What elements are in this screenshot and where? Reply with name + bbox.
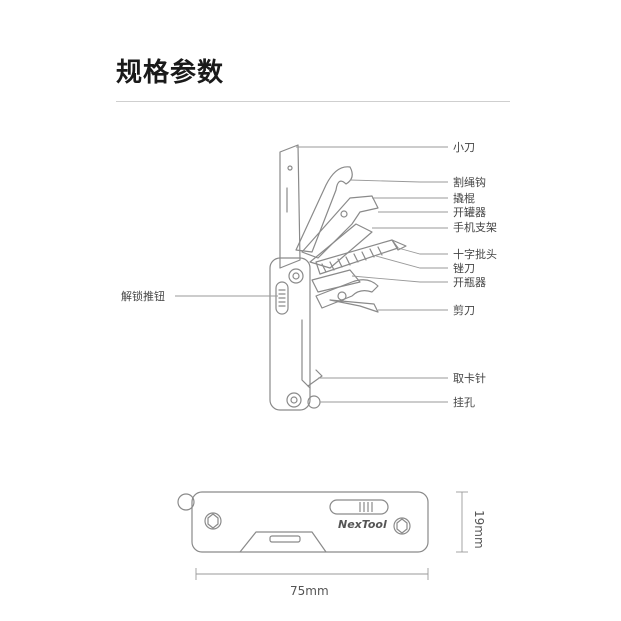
- height-dimension: 19mm: [472, 510, 486, 549]
- label-scissors: 剪刀: [453, 304, 475, 317]
- sim-pin: [307, 369, 323, 387]
- page-title: 规格参数: [116, 58, 225, 88]
- knife-blade: [279, 144, 301, 269]
- handle-body: [269, 257, 311, 411]
- label-rope-cutter: 割绳钩: [453, 176, 486, 189]
- label-phillips-bit: 十字批头: [453, 248, 497, 261]
- width-dimension: 75mm: [290, 584, 329, 598]
- label-sim-pin: 取卡针: [453, 372, 486, 385]
- unlock-slider: [275, 281, 289, 315]
- label-pry-bar: 撬棍: [453, 192, 475, 205]
- label-phone-stand: 手机支架: [453, 221, 497, 234]
- brand-logo: NexTool: [338, 518, 387, 531]
- rope-cutter-hook: [295, 166, 353, 253]
- pry-bar: [301, 195, 379, 259]
- closed-ring: [177, 493, 195, 511]
- bottle-opener: [311, 269, 361, 293]
- closed-slider: [329, 499, 389, 515]
- label-can-opener: 开罐器: [453, 206, 486, 219]
- label-knife: 小刀: [453, 141, 475, 154]
- scissors: [315, 279, 379, 309]
- label-bottle-opener: 开瓶器: [453, 276, 486, 289]
- label-hanging-hole: 挂孔: [453, 396, 475, 409]
- title-divider: [116, 101, 510, 102]
- label-unlock-slider: 解锁推钮: [121, 290, 165, 303]
- closed-body: [191, 491, 429, 553]
- label-saw: 锉刀: [453, 262, 475, 275]
